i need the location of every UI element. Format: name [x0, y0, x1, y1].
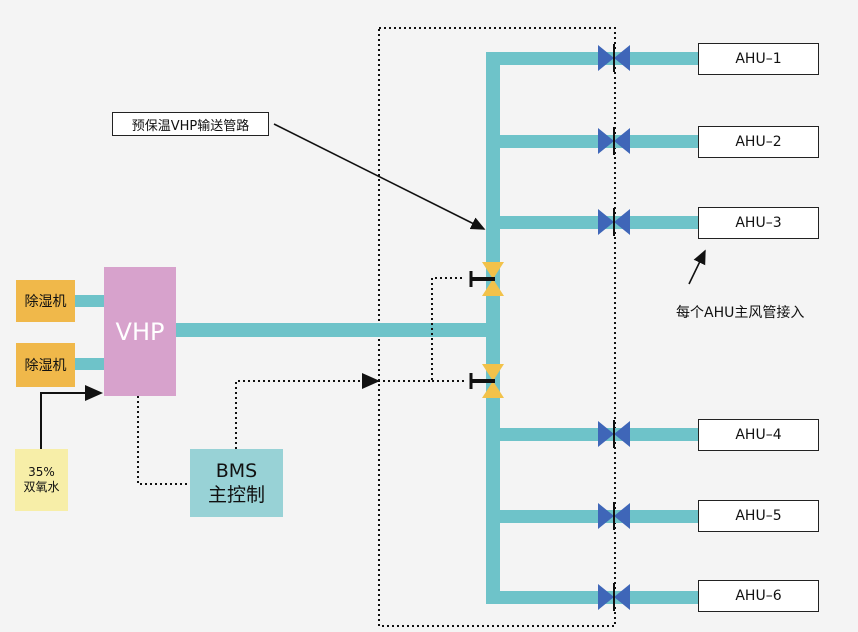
ahu-6-label: AHU–6	[735, 588, 782, 604]
dehumidifier-2-label: 除湿机	[24, 358, 67, 374]
branch-valve-5	[598, 502, 630, 530]
h2o2-name: 双氧水	[23, 480, 60, 494]
dehumidifier-1-label: 除湿机	[24, 294, 67, 310]
ahu-6-box: AHU–6	[698, 580, 819, 612]
dehumidifier-2: 除湿机	[16, 343, 75, 387]
pipe-label-text: 预保温VHP输送管路	[131, 118, 250, 134]
pipe-label-arrow	[273, 123, 486, 230]
ahu-1-label: AHU–1	[735, 51, 782, 67]
h2o2-feed-arrow	[40, 385, 103, 449]
manifold-enclosure	[378, 27, 616, 627]
bms-title: BMS	[215, 460, 258, 482]
bms-to-valves-signal	[235, 373, 380, 449]
branch-pipe-2	[486, 135, 698, 148]
ahu-note-arrow	[688, 249, 706, 285]
vhp-generator: VHP	[104, 267, 176, 396]
manifold-riser	[486, 52, 500, 604]
vhp-main-pipe	[175, 323, 497, 337]
h2o2-concentration: 35%	[28, 465, 55, 479]
bms-controller: BMS 主控制	[190, 449, 283, 517]
branch-valve-3	[598, 208, 630, 236]
signal-to-upper-valve	[378, 277, 464, 382]
vhp-label: VHP	[115, 317, 165, 346]
branch-pipe-3	[486, 216, 698, 229]
branch-pipe-6	[486, 591, 698, 604]
ahu-4-label: AHU–4	[735, 427, 782, 443]
branch-valve-4	[598, 420, 630, 448]
dehumidifier-2-connector	[75, 358, 106, 370]
ahu-4-box: AHU–4	[698, 419, 819, 451]
ahu-1-box: AHU–1	[698, 43, 819, 75]
ahu-5-box: AHU–5	[698, 500, 819, 532]
branch-valve-1	[598, 44, 630, 72]
ahu-2-label: AHU–2	[735, 134, 782, 150]
ahu-2-box: AHU–2	[698, 126, 819, 158]
ahu-3-label: AHU–3	[735, 215, 782, 231]
pipe-label: 预保温VHP输送管路	[112, 112, 269, 136]
branch-pipe-1	[486, 52, 698, 65]
bms-to-vhp-signal	[137, 396, 190, 485]
bms-subtitle: 主控制	[207, 484, 265, 506]
main-valve-lower	[469, 364, 504, 398]
ahu-5-label: AHU–5	[735, 508, 782, 524]
ahu-3-box: AHU–3	[698, 207, 819, 239]
dehumidifier-1: 除湿机	[16, 280, 75, 322]
branch-valve-2	[598, 127, 630, 155]
branch-valve-6	[598, 583, 630, 611]
branch-pipe-5	[486, 510, 698, 523]
ahu-connection-note: 每个AHU主风管接入	[676, 305, 805, 321]
hydrogen-peroxide-source: 35% 双氧水	[15, 449, 68, 511]
dehumidifier-1-connector	[75, 295, 106, 307]
branch-pipe-4	[486, 428, 698, 441]
main-valve-upper	[469, 262, 504, 296]
